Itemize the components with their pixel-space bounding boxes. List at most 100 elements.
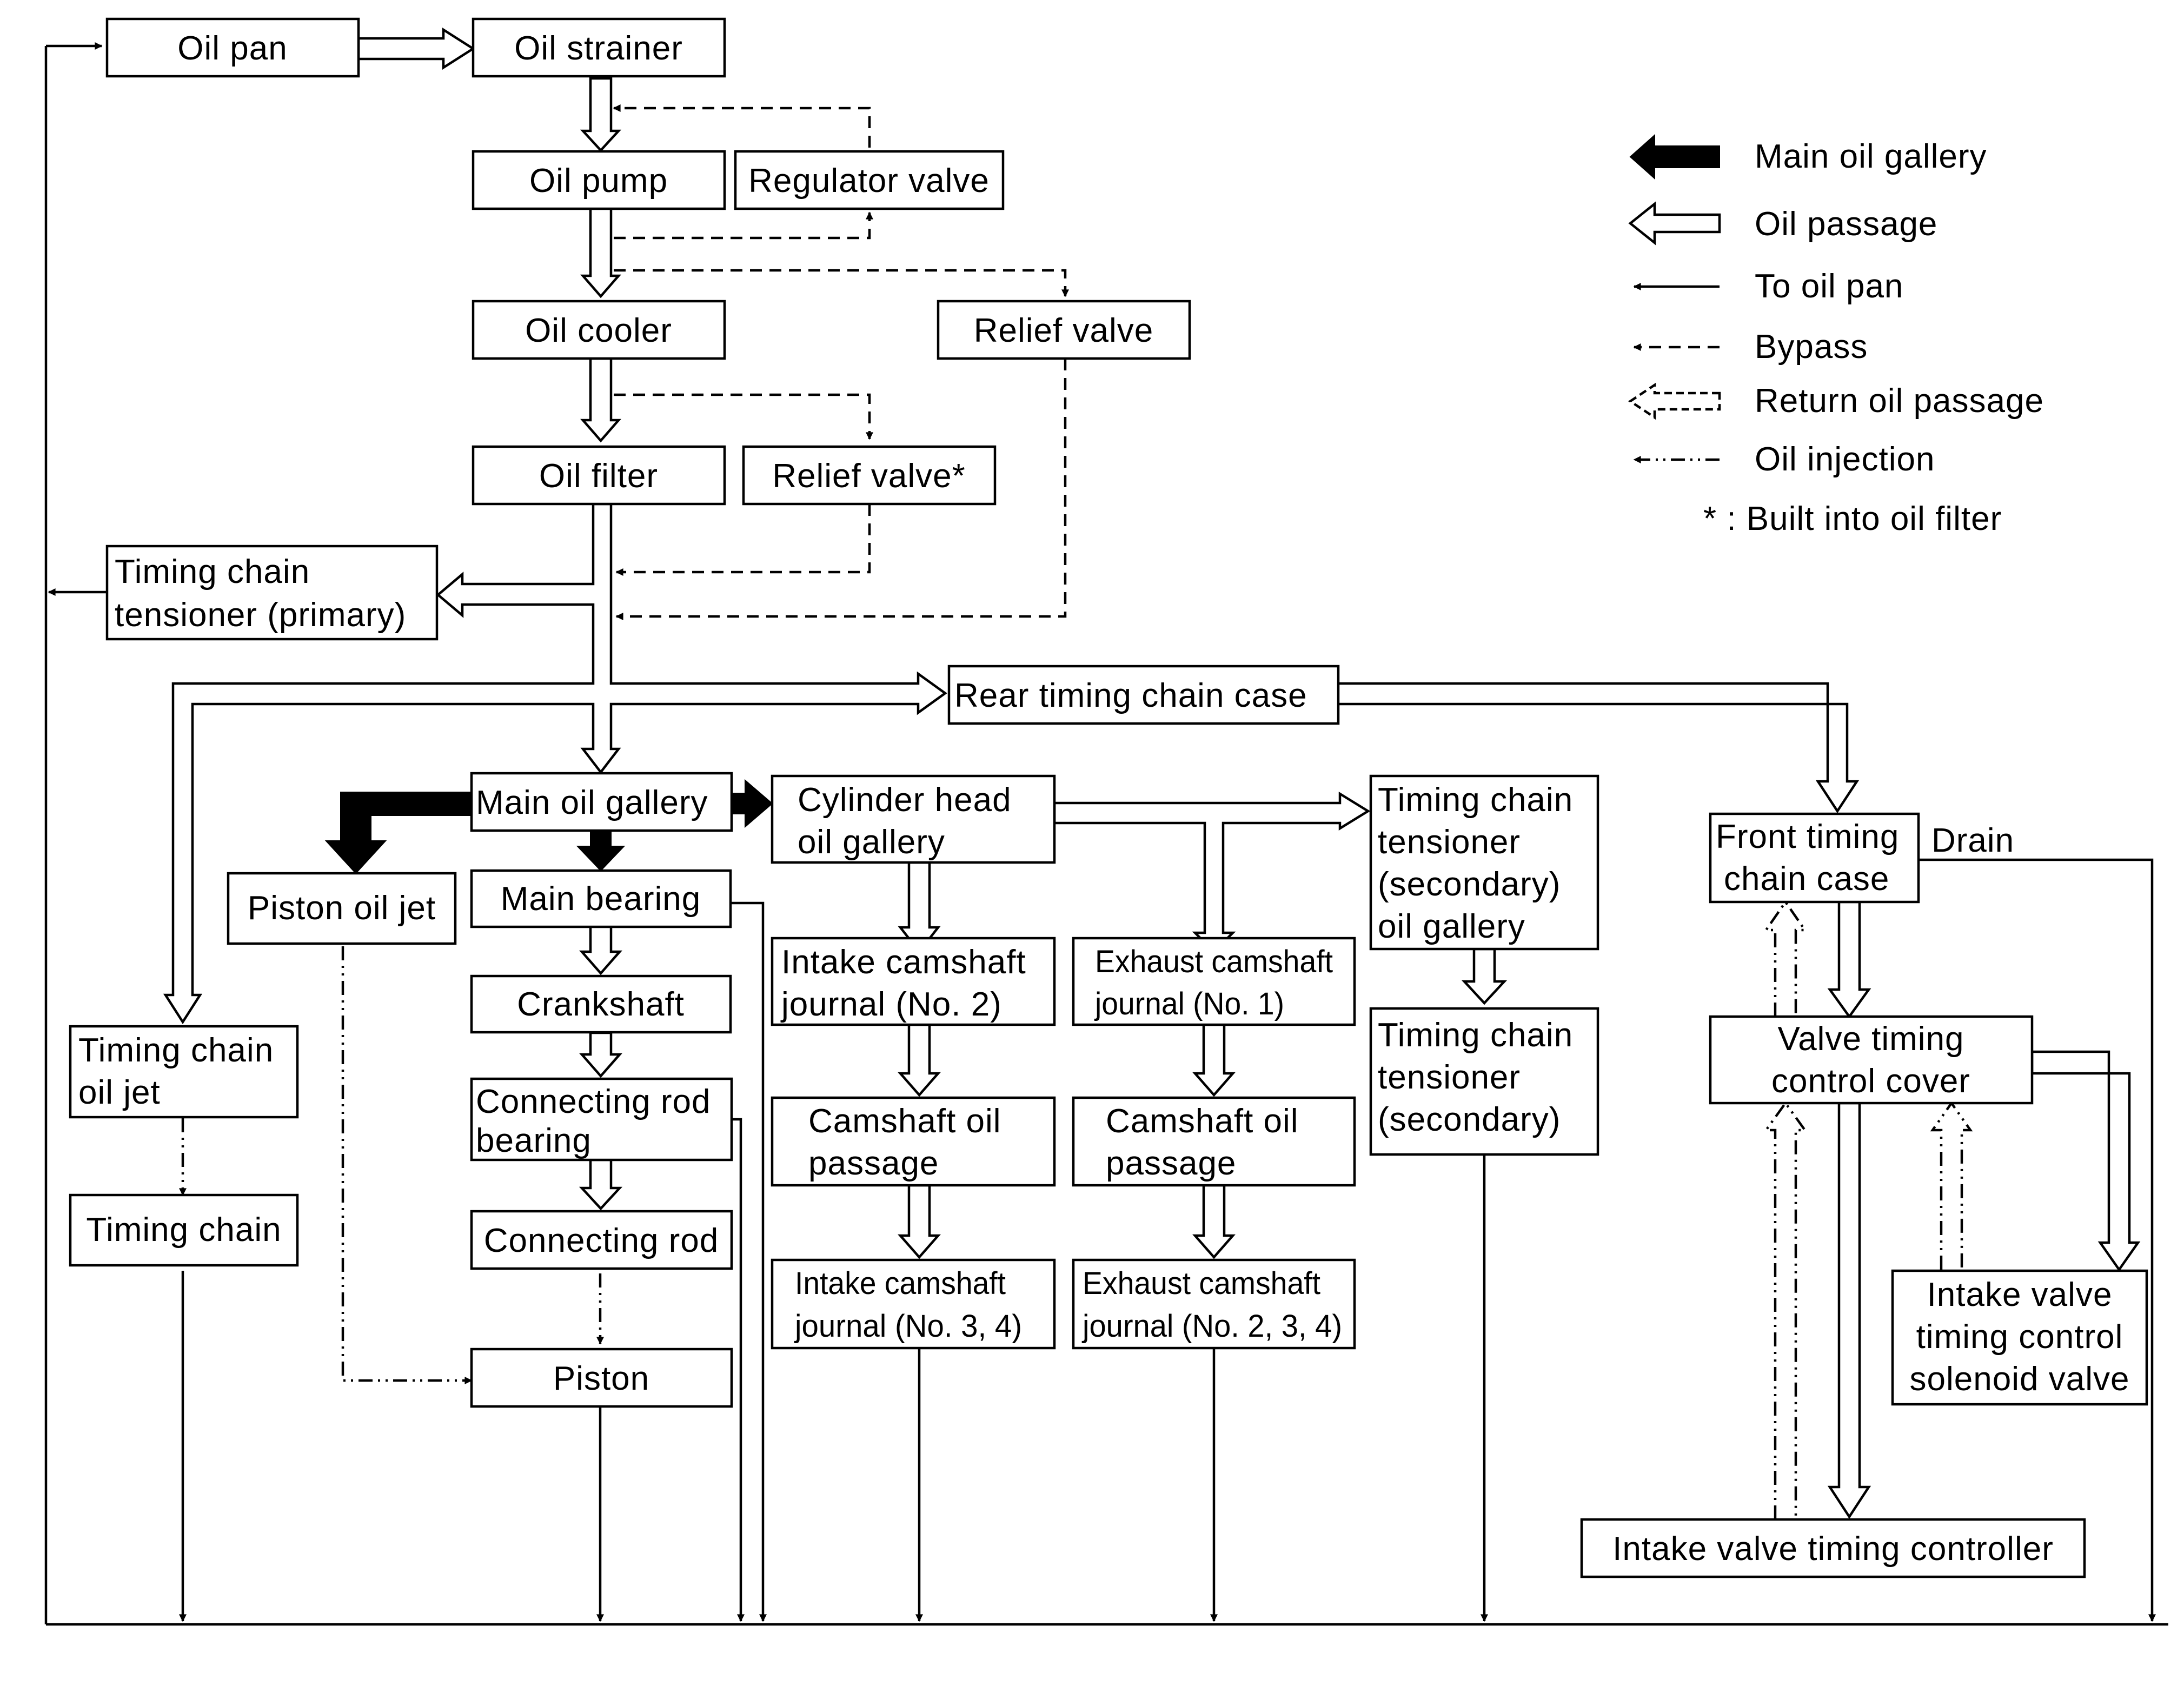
front-tcc-drain	[1919, 858, 2156, 1622]
flow-lines	[44, 42, 2168, 1626]
box-cyl-head-gallery: Cylinder head oil gallery	[771, 774, 1056, 864]
crankshaft-label: Crankshaft	[517, 986, 685, 1023]
piston-oil-jet-label: Piston oil jet	[248, 890, 436, 927]
box-oil-strainer: Oil strainer	[472, 17, 726, 78]
conrod-bearing-label-1: Connecting rod	[476, 1083, 711, 1120]
box-oil-pump: Oil pump	[472, 150, 726, 210]
tct-sec-label-2: tensioner	[1378, 1059, 1521, 1096]
cam-passage-intake-label-1: Camshaft oil	[808, 1103, 1001, 1140]
box-crankshaft: Crankshaft	[470, 974, 732, 1034]
main-gallery-to-cyl-head-arrow	[731, 779, 773, 828]
front-tcc-label-1: Front timing	[1716, 818, 1899, 855]
relief-star-bypass-feed	[614, 393, 873, 440]
tct-sec-gallery-label-4: oil gallery	[1378, 908, 1525, 945]
cyl-head-branch-passage	[1053, 791, 1371, 954]
regulator-bypass-return	[613, 104, 871, 148]
cyl-head-label-2: oil gallery	[798, 824, 945, 861]
rear-tcc-label: Rear timing chain case	[954, 677, 1307, 714]
box-exhaust-cam-j234: Exhaust camshaft journal (No. 2, 3, 4)	[1072, 1258, 1356, 1350]
conrod-bearing-drop	[732, 1118, 745, 1622]
legend-return-passage-label: Return oil passage	[1755, 382, 2044, 420]
intake-j2-to-cam-passage	[898, 1023, 941, 1097]
intake-cam-j34-label-1: Intake camshaft	[795, 1266, 1006, 1301]
oil-strainer-label: Oil strainer	[514, 30, 683, 67]
solenoid-label-2: timing control	[1916, 1318, 2123, 1356]
main-gallery-to-piston-jet-arrow	[324, 792, 471, 874]
timing-chain-label: Timing chain	[86, 1211, 281, 1249]
box-relief-valve: Relief valve	[937, 300, 1191, 360]
box-timing-chain-oil-jet: Timing chain oil jet	[69, 1025, 299, 1119]
legend-bypass-label: Bypass	[1755, 328, 1868, 366]
vtc-cover-label-2: control cover	[1771, 1063, 1970, 1100]
conrod-bearing-to-conrod-passage	[579, 1158, 623, 1211]
vtc-cover-label-1: Valve timing	[1777, 1020, 1964, 1058]
box-relief-valve-star: Relief valve*	[742, 445, 997, 506]
box-intake-vtc-solenoid: Intake valve timing control solenoid val…	[1891, 1269, 2148, 1406]
relief-valve-bypass-feed	[614, 269, 1069, 297]
box-cam-passage-intake: Camshaft oil passage	[771, 1096, 1056, 1187]
tct-primary-label-1: Timing chain	[115, 553, 310, 590]
vtc-to-front-tcc-return	[1763, 900, 1808, 1017]
box-intake-vt-controller: Intake valve timing controller	[1580, 1518, 2086, 1578]
tct-sec-gallery-label-2: tensioner	[1378, 824, 1521, 861]
vt-controller-label: Intake valve timing controller	[1612, 1530, 2054, 1568]
exhaust-cam-j1-label-1: Exhaust camshaft	[1095, 944, 1333, 979]
cam-passage-exhaust-label-1: Camshaft oil	[1106, 1103, 1299, 1140]
box-conrod-bearing: Connecting rod bearing	[470, 1077, 733, 1162]
drain-label: Drain	[1931, 822, 2014, 859]
exhaust-cam-j234-label-2: journal (No. 2, 3, 4)	[1081, 1309, 1342, 1344]
main-bearing-label: Main bearing	[501, 880, 701, 918]
front-tcc-label-2: chain case	[1724, 860, 1889, 898]
intake-cam-passage-to-j34	[898, 1184, 941, 1259]
main-gallery-to-main-bearing-arrow	[576, 829, 626, 872]
vtc-to-controller-passage	[1827, 1101, 1871, 1519]
relief-valve-label: Relief valve	[974, 312, 1153, 349]
exhaust-cam-passage-to-j234	[1192, 1184, 1236, 1259]
legend-return-passage-symbol	[1628, 382, 1721, 420]
exhaust-j1-to-cam-passage	[1192, 1023, 1236, 1097]
cooler-to-filter-passage	[580, 357, 621, 443]
box-piston: Piston	[470, 1348, 733, 1408]
oil-pump-label: Oil pump	[529, 162, 668, 200]
cyl-head-label-1: Cylinder head	[798, 781, 1012, 819]
box-tct-primary: Timing chain tensioner (primary)	[105, 545, 439, 641]
main-bearing-drop	[731, 901, 767, 1622]
rear-to-front-tcc-passage	[1336, 682, 1860, 814]
box-cam-passage-exhaust: Camshaft oil passage	[1072, 1096, 1356, 1187]
tct-sec-label-1: Timing chain	[1378, 1017, 1573, 1054]
tct-sec-gallery-label-1: Timing chain	[1378, 781, 1573, 819]
conrod-bearing-label-2: bearing	[476, 1122, 592, 1159]
legend: Main oil gallery Oil passage To oil pan …	[1628, 134, 2044, 537]
pump-to-cooler-passage	[580, 207, 621, 298]
oil-passages	[163, 27, 2141, 1519]
front-tcc-to-vtc-passage	[1827, 900, 1871, 1019]
legend-oil-passage-label: Oil passage	[1755, 205, 1937, 243]
box-intake-cam-j34: Intake camshaft journal (No. 3, 4)	[771, 1258, 1056, 1350]
main-oil-gallery-label: Main oil gallery	[476, 784, 708, 821]
intake-cam-j2-label-1: Intake camshaft	[781, 944, 1026, 981]
legend-footnote: * : Built into oil filter	[1703, 500, 2002, 537]
box-timing-chain: Timing chain	[69, 1193, 299, 1267]
intake-cam-j2-label-2: journal (No. 2)	[780, 986, 1002, 1023]
piston-oil-jet-injection	[341, 946, 473, 1384]
box-intake-cam-j2: Intake camshaft journal (No. 2)	[771, 937, 1056, 1026]
oil-filter-distribution-passage	[163, 502, 947, 1025]
solenoid-to-vtc-return	[1930, 1101, 1973, 1270]
box-main-bearing: Main bearing	[470, 869, 732, 928]
legend-main-gallery-symbol	[1629, 134, 1720, 180]
legend-main-gallery-label: Main oil gallery	[1755, 138, 1987, 175]
box-exhaust-cam-j1: Exhaust camshaft journal (No. 1)	[1072, 937, 1356, 1026]
box-oil-cooler: Oil cooler	[472, 300, 726, 360]
controller-to-vtc-return	[1763, 1101, 1808, 1519]
relief-valve-star-label: Relief valve*	[772, 457, 966, 495]
main-bearing-to-crankshaft-passage	[579, 924, 622, 975]
solenoid-label-3: solenoid valve	[1910, 1360, 2130, 1398]
exhaust-cam-j234-label-1: Exhaust camshaft	[1083, 1266, 1320, 1301]
box-oil-pan: Oil pan	[105, 17, 360, 78]
tc-oil-jet-label-2: oil jet	[78, 1074, 161, 1111]
intake-cam-j34-label-2: journal (No. 3, 4)	[794, 1309, 1022, 1344]
box-piston-oil-jet: Piston oil jet	[227, 872, 457, 945]
oil-filter-label: Oil filter	[539, 457, 658, 495]
regulator-valve-label: Regulator valve	[748, 162, 990, 200]
